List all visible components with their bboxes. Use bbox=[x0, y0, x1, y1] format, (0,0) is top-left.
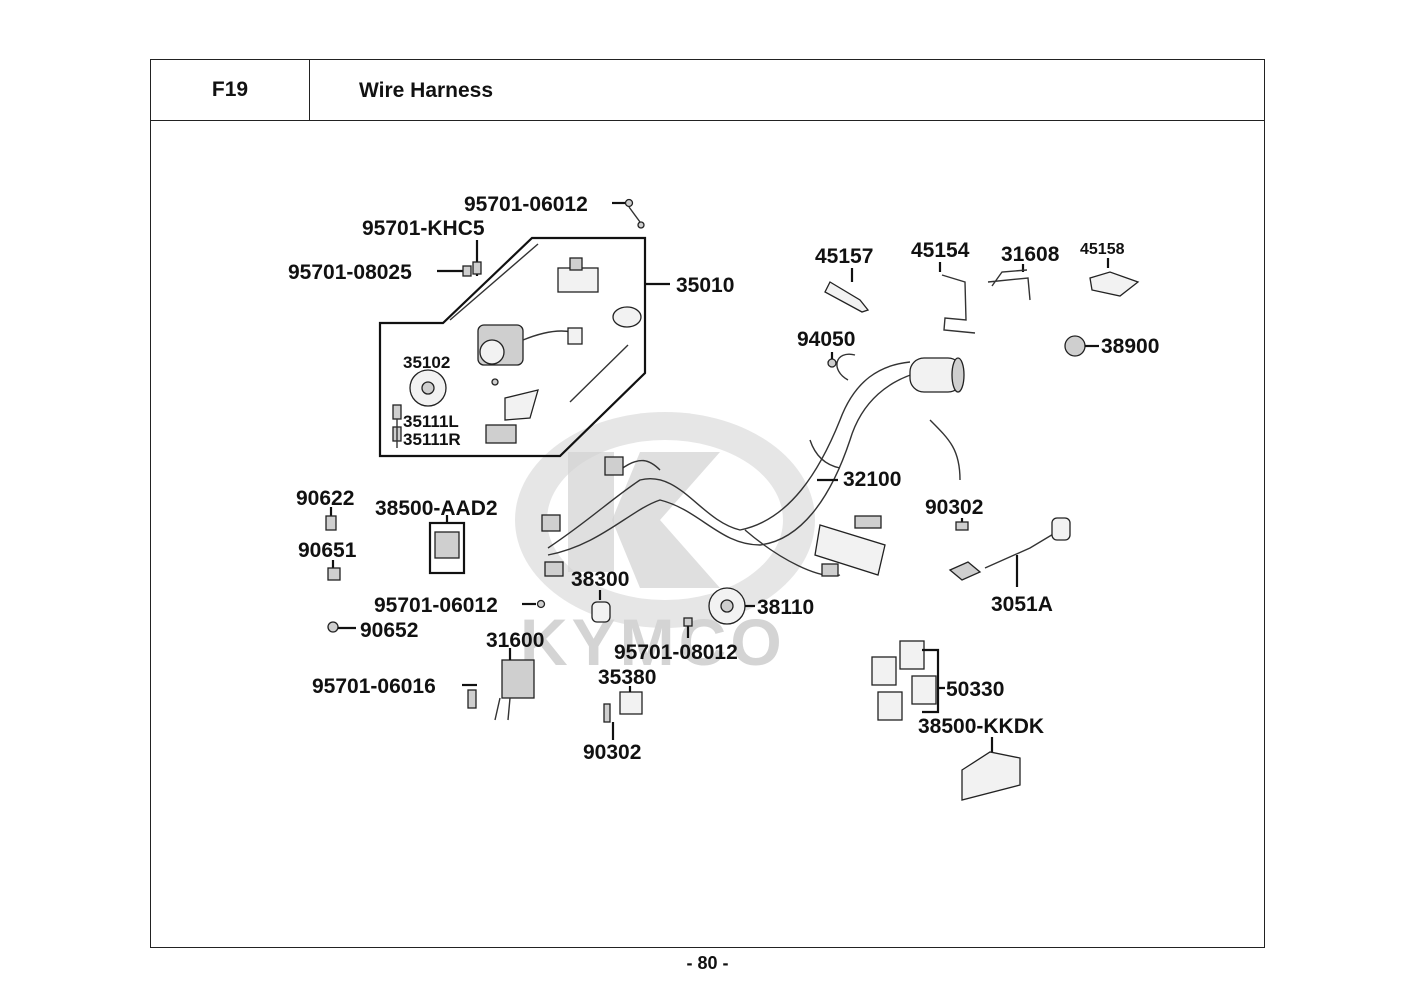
brand-watermark: KYMCO bbox=[515, 412, 815, 679]
bracket-parts bbox=[824, 258, 1140, 357]
ignition-switch-group bbox=[378, 236, 670, 458]
screw-parts-top bbox=[437, 198, 645, 277]
part-label-94050: 94050 bbox=[797, 328, 855, 351]
nut-94050 bbox=[827, 358, 837, 368]
part-label-90651: 90651 bbox=[298, 539, 357, 562]
part-label-38900: 38900 bbox=[1101, 335, 1159, 358]
part-label-90652: 90652 bbox=[360, 619, 418, 642]
part-label-38300: 38300 bbox=[571, 568, 629, 591]
part-label-3051a: 3051A bbox=[991, 593, 1053, 616]
fuse-and-box-parts bbox=[871, 640, 1021, 801]
figure-title: Wire Harness bbox=[309, 59, 1265, 121]
part-label-90302-bottom: 90302 bbox=[583, 741, 641, 764]
part-label-35111r: 35111R bbox=[403, 430, 461, 449]
part-label-95701-06016: 95701-06016 bbox=[312, 675, 436, 698]
spark-plug-cap-parts bbox=[948, 517, 1071, 587]
part-label-95701-khc5: 95701-KHC5 bbox=[362, 217, 485, 240]
part-label-45158: 45158 bbox=[1080, 241, 1125, 258]
part-label-31600: 31600 bbox=[486, 629, 544, 652]
page-number: - 80 - bbox=[686, 953, 729, 973]
part-label-38110: 38110 bbox=[757, 596, 814, 619]
part-label-38500-kkdk: 38500-KKDK bbox=[918, 715, 1044, 738]
part-label-95701-08012: 95701-08012 bbox=[614, 641, 738, 664]
part-label-31608: 31608 bbox=[1001, 243, 1060, 266]
part-label-90622: 90622 bbox=[296, 487, 354, 510]
part-label-45157: 45157 bbox=[815, 245, 873, 268]
part-label-95701-06012-mid: 95701-06012 bbox=[374, 594, 498, 617]
main-wire-harness bbox=[541, 353, 965, 577]
part-label-35111l: 35111L bbox=[403, 412, 459, 431]
part-label-38500-aad2: 38500-AAD2 bbox=[375, 497, 498, 520]
part-label-35380: 35380 bbox=[598, 666, 656, 689]
part-label-95701-08025: 95701-08025 bbox=[288, 261, 412, 284]
relay-parts-left bbox=[325, 507, 466, 633]
part-label-95701-06012-top: 95701-06012 bbox=[464, 193, 588, 216]
part-label-45154: 45154 bbox=[911, 239, 970, 262]
part-label-35102: 35102 bbox=[403, 353, 450, 372]
regulator-and-switch-parts bbox=[462, 587, 755, 740]
part-label-32100: 32100 bbox=[843, 468, 901, 491]
part-label-35010: 35010 bbox=[676, 274, 734, 297]
part-label-90302-right: 90302 bbox=[925, 496, 983, 519]
part-label-50330: 50330 bbox=[946, 678, 1004, 701]
diagram-frame bbox=[150, 120, 1265, 948]
